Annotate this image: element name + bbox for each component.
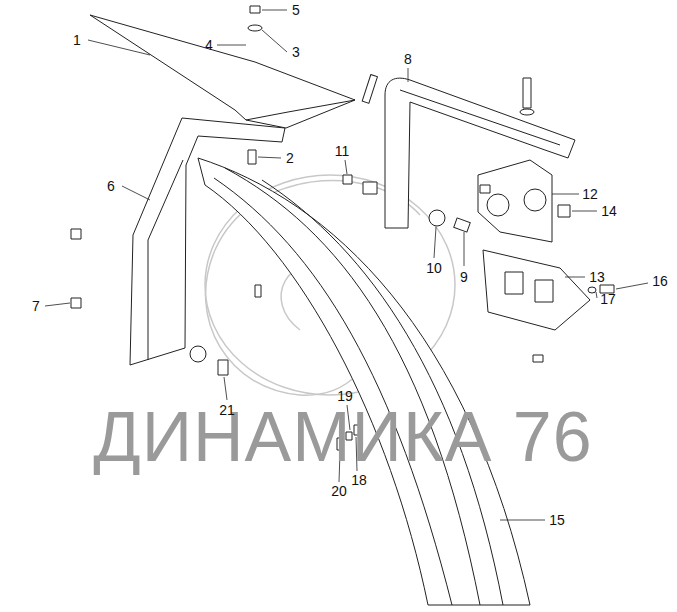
callout-number: 18 [351, 472, 367, 488]
callout-number: 11 [335, 143, 350, 159]
callout-number: 7 [32, 298, 40, 314]
callout-number: 12 [582, 186, 598, 202]
callout-number: 6 [107, 178, 115, 194]
callout-number: 19 [337, 388, 353, 404]
callout-number: 3 [292, 44, 300, 60]
callout-number: 15 [549, 512, 565, 528]
callout-number: 1 [73, 32, 81, 48]
callout-number: 16 [652, 273, 668, 289]
watermark: ДИНАМИКА 76 [93, 400, 592, 474]
callout-number: 5 [292, 2, 300, 18]
parts [71, 6, 614, 605]
callout-number: 13 [589, 269, 605, 285]
callout-number: 8 [404, 51, 412, 67]
callout-number: 17 [600, 291, 616, 307]
callout-number: 9 [460, 269, 468, 285]
callout-number: 14 [601, 203, 617, 219]
callout-number: 2 [286, 150, 294, 166]
callout-number: 20 [331, 483, 347, 499]
leader-lines [45, 10, 648, 520]
callout-number: 4 [205, 37, 213, 53]
callout-number: 21 [219, 402, 235, 418]
callout-number: 10 [426, 260, 442, 276]
